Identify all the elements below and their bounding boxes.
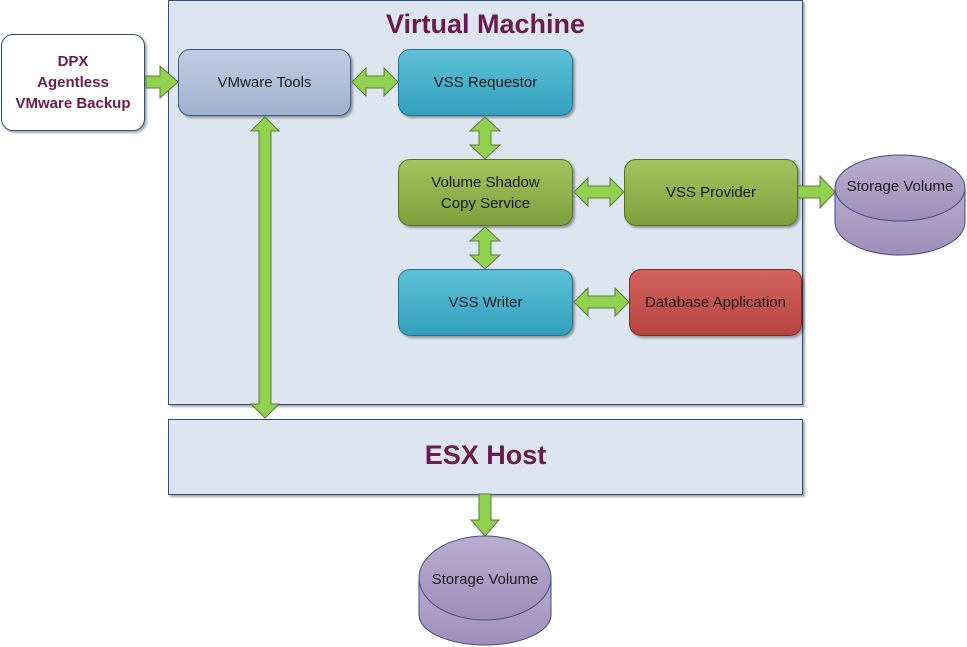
vss-requestor-box[interactable]: VSS Requestor: [398, 49, 573, 116]
database-application-box[interactable]: Database Application: [629, 269, 802, 336]
vss-service-line-1: Volume Shadow: [431, 173, 540, 191]
arrow-requestor-service: [468, 116, 502, 160]
database-application-label: Database Application: [645, 294, 786, 311]
storage-volume-bottom-label: Storage Volume: [431, 571, 539, 588]
vss-requestor-label: VSS Requestor: [433, 74, 538, 91]
vss-service-line-2: Copy Service: [440, 194, 531, 212]
arrow-writer-database: [573, 286, 630, 318]
vss-provider-label: VSS Provider: [665, 184, 757, 201]
source-line-1: DPX: [57, 53, 89, 70]
arrow-service-writer: [468, 226, 502, 270]
storage-volume-right-cylinder: [834, 154, 966, 256]
storage-volume-right-label: Storage Volume: [846, 178, 954, 195]
virtual-machine-title: Virtual Machine: [385, 9, 586, 39]
dpx-agentless-backup-box[interactable]: DPX Agentless VMware Backup: [1, 34, 145, 131]
vmware-tools-box[interactable]: VMware Tools: [178, 49, 351, 116]
vss-writer-label: VSS Writer: [448, 294, 523, 311]
vss-provider-box[interactable]: VSS Provider: [624, 159, 798, 226]
vmware-tools-label: VMware Tools: [217, 74, 312, 91]
storage-volume-bottom-cylinder: [418, 535, 552, 646]
source-line-2: Agentless: [37, 74, 109, 91]
arrow-esx-storage: [469, 493, 501, 537]
vss-writer-box[interactable]: VSS Writer: [398, 269, 573, 336]
source-line-3: VMware Backup: [15, 95, 131, 112]
arrow-tools-esx: [249, 116, 281, 419]
arrow-service-provider: [573, 176, 625, 208]
volume-shadow-copy-service-box[interactable]: Volume Shadow Copy Service: [398, 159, 573, 226]
arrow-source-to-tools: [145, 64, 179, 100]
arrow-provider-storage: [797, 174, 836, 210]
esx-host-title: ESX Host: [424, 440, 547, 470]
arrow-tools-requestor: [351, 66, 399, 98]
